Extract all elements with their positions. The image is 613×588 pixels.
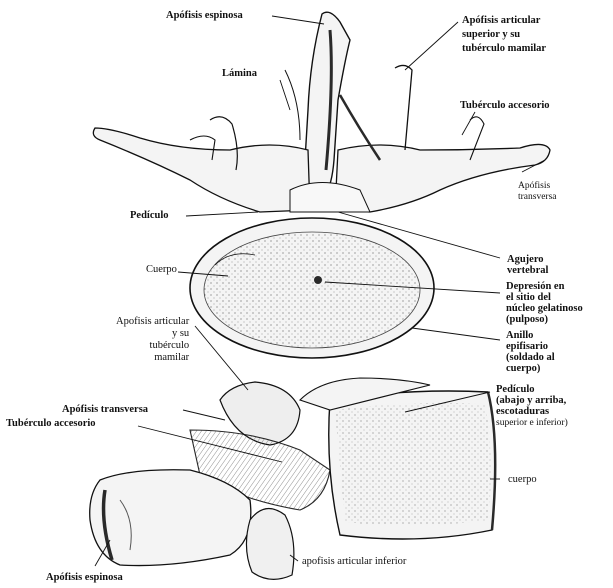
label-apofisis-articular-superior: Apófisis articular superior y su tubércu… bbox=[462, 14, 546, 56]
label-escotaduras-extra: superior e inferior) bbox=[496, 418, 568, 429]
label-apofisis-transversa-right: Apófisis transversa bbox=[518, 181, 557, 203]
spinous-process-side bbox=[90, 470, 251, 566]
superior-view bbox=[93, 12, 550, 358]
label-apofisis-articular-side: Apofisis articular y su tubérculo mamila… bbox=[116, 316, 189, 364]
label-apofisis-espinosa-top: Apófisis espinosa bbox=[166, 10, 243, 21]
label-cuerpo-side: cuerpo bbox=[508, 474, 537, 485]
lateral-view bbox=[90, 378, 495, 579]
label-pediculo-side: Pedículo (abajo y arriba, escotaduras bbox=[496, 384, 566, 417]
inferior-articular-process bbox=[246, 509, 293, 580]
label-apofisis-articular-inferior: apofisis articular inferior bbox=[302, 556, 406, 567]
left-lamina-transverse bbox=[93, 128, 310, 212]
label-pediculo-top: Pedículo bbox=[130, 210, 169, 221]
label-tuberculo-accesorio-side: Tubérculo accesorio bbox=[6, 418, 96, 429]
label-apofisis-espinosa-bottom: Apófisis espinosa bbox=[46, 572, 123, 583]
label-apofisis-transversa-side: Apófisis transversa bbox=[62, 404, 148, 415]
label-agujero-vertebral: Agujero vertebral bbox=[507, 254, 548, 276]
label-depresion: Depresión en el sitio del núcleo gelatin… bbox=[506, 281, 583, 325]
label-tuberculo-accesorio-top: Tubérculo accesorio bbox=[460, 100, 550, 111]
label-lamina: Lámina bbox=[222, 68, 257, 79]
label-anillo-epifisario: Anillo epifisario (soldado al cuerpo) bbox=[506, 330, 555, 374]
label-cuerpo-top: Cuerpo bbox=[146, 264, 177, 275]
